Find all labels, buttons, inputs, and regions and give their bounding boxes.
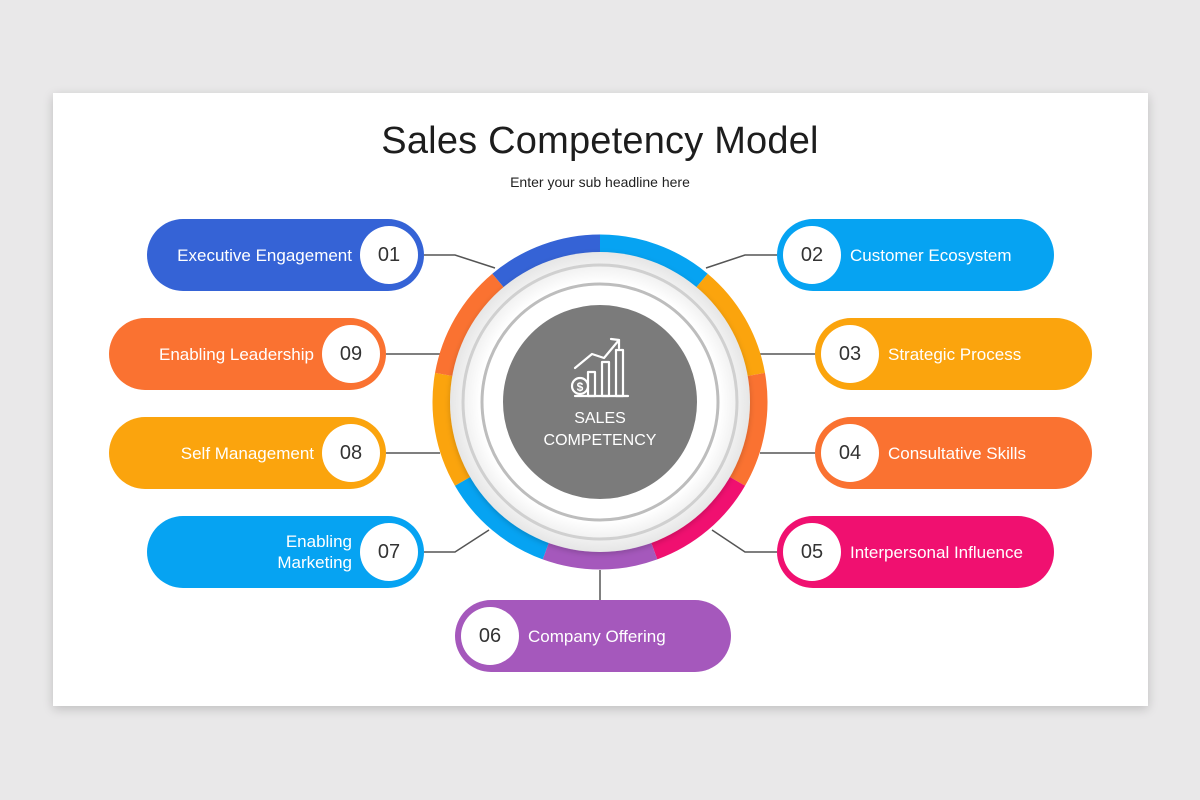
ring-segment-05 [650,476,746,560]
item-strategic-process[interactable]: 03 Strategic Process [815,318,1092,390]
ring-segment-09 [435,273,505,377]
item-enabling-leadership[interactable]: Enabling Leadership 09 [109,318,386,390]
svg-text:$: $ [577,380,584,394]
item-consultative-skills[interactable]: 04 Consultative Skills [815,417,1092,489]
item-label: Interpersonal Influence [850,542,1023,562]
center-hub [499,301,701,503]
item-label: Enabling Marketing [277,532,352,572]
item-number: 08 [322,424,380,482]
center-label: SALES COMPETENCY [500,408,700,452]
item-executive-engagement[interactable]: Executive Engagement 01 [147,219,424,291]
ring-segment-07 [454,476,550,560]
ring-segment-01 [492,234,601,289]
item-interpersonal-influence[interactable]: 05 Interpersonal Influence [777,516,1054,588]
item-number: 09 [322,325,380,383]
item-label: Strategic Process [888,344,1022,364]
item-enabling-marketing[interactable]: Enabling Marketing 07 [147,516,424,588]
item-label: Enabling Leadership [158,344,314,364]
connector-line-07 [424,529,490,553]
growth-chart-dollar-icon: $ [570,337,630,398]
item-self-management[interactable]: Self Management 08 [109,417,386,489]
page-title: Sales Competency Model [381,120,819,162]
connector-line-01 [424,254,496,269]
ring-segment-04 [728,372,768,486]
item-label: Company Offering [528,626,666,646]
item-number: 07 [360,523,418,581]
ring-segment-08 [432,372,472,486]
item-number: 01 [360,226,418,284]
item-number: 06 [461,607,519,665]
center-label-line2: COMPETENCY [543,432,657,449]
item-label: Executive Engagement [177,245,352,265]
item-label: Customer Ecosystem [850,245,1012,265]
item-number: 03 [821,325,879,383]
connector-line-02 [705,254,777,269]
item-number: 05 [783,523,841,581]
item-number: 02 [783,226,841,284]
connector-line-05 [711,529,777,553]
ring-segments [432,234,768,570]
inner-ring-outline-2 [480,282,720,522]
ring-segment-06 [542,541,658,570]
ring-segment-03 [695,273,765,377]
page-subtitle: Enter your sub headline here [510,174,690,190]
inner-ring-outline [461,263,739,541]
connector-lines [386,254,815,600]
item-company-offering[interactable]: 06 Company Offering [455,600,731,672]
item-customer-ecosystem[interactable]: 02 Customer Ecosystem [777,219,1054,291]
item-label: Self Management [180,443,314,463]
item-label: Consultative Skills [888,443,1026,463]
item-number: 04 [821,424,879,482]
center-label-line1: SALES [574,410,626,427]
ring-segment-02 [599,234,708,289]
